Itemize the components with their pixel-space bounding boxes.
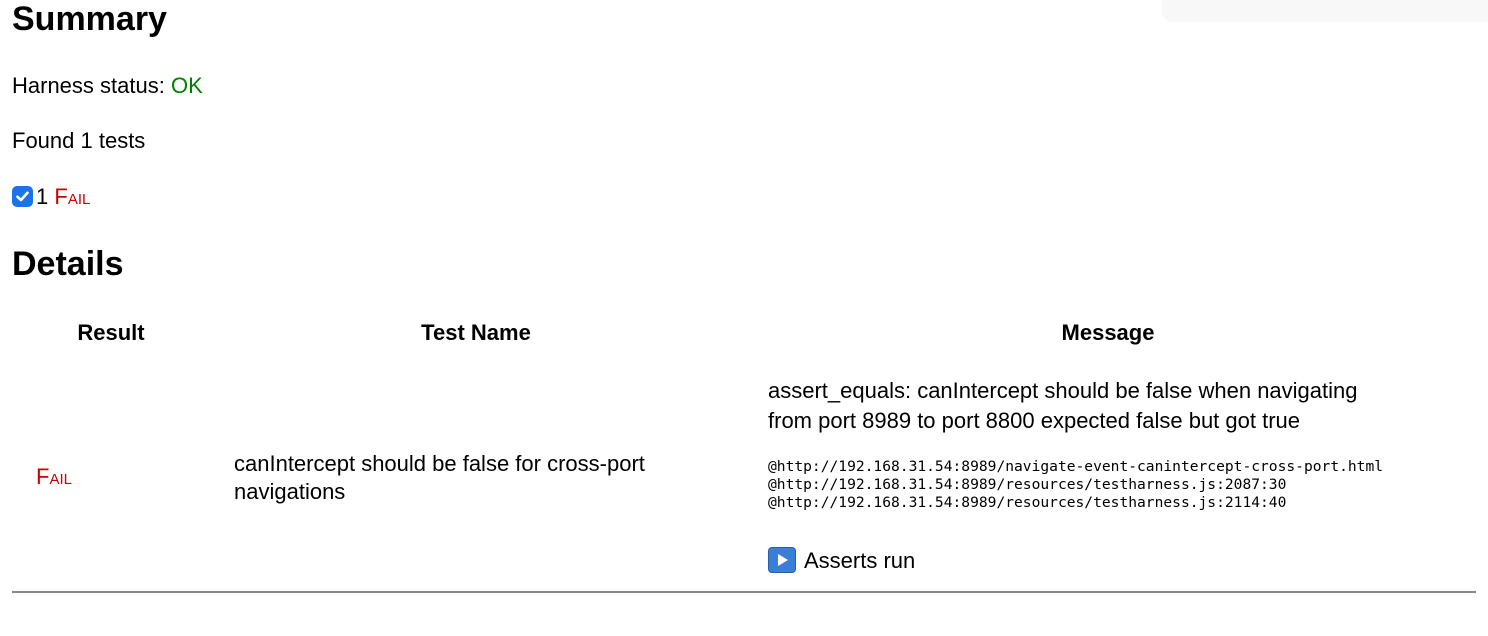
top-right-panel (1162, 0, 1488, 22)
asserts-run-label: Asserts run (804, 548, 916, 573)
test-name-column-header: Test Name (421, 320, 531, 345)
message-column-header: Message (1061, 320, 1155, 345)
fail-filter-label: Fail (54, 184, 91, 209)
found-tests-text: Found 1 tests (12, 128, 146, 153)
harness-status-label: Harness status: (12, 73, 171, 98)
assert-message-line-2: from port 8989 to port 8800 expected fal… (768, 408, 1301, 433)
harness-status-value: OK (170, 73, 203, 98)
horizontal-rule (12, 591, 1476, 593)
harness-status: Harness status: OK (12, 75, 203, 97)
assert-message-line-1: assert_equals: canIntercept should be fa… (768, 378, 1358, 403)
stack-trace-line-2: @http://192.168.31.54:8989/resources/tes… (768, 476, 1287, 493)
play-triangle-icon[interactable] (768, 547, 796, 573)
fail-count: 1 (36, 184, 49, 209)
stack-trace-line-1: @http://192.168.31.54:8989/navigate-even… (768, 458, 1384, 475)
asserts-run-toggle[interactable]: Asserts run (768, 547, 915, 575)
test-name-line-1: canIntercept should be false for cross-p… (234, 451, 645, 476)
details-heading: Details (12, 245, 124, 283)
summary-heading: Summary (12, 0, 167, 38)
checked-checkbox-icon[interactable] (12, 186, 33, 207)
result-cell: Fail (36, 464, 72, 489)
assert-message: assert_equals: canIntercept should be fa… (768, 376, 1488, 436)
test-name-line-2: navigations (234, 479, 346, 504)
fail-filter[interactable]: 1 Fail (12, 186, 90, 208)
test-name-cell: canIntercept should be false for cross-p… (234, 450, 645, 506)
stack-trace: @http://192.168.31.54:8989/navigate-even… (768, 458, 1488, 512)
stack-trace-line-3: @http://192.168.31.54:8989/resources/tes… (768, 494, 1287, 511)
result-column-header: Result (77, 320, 145, 345)
